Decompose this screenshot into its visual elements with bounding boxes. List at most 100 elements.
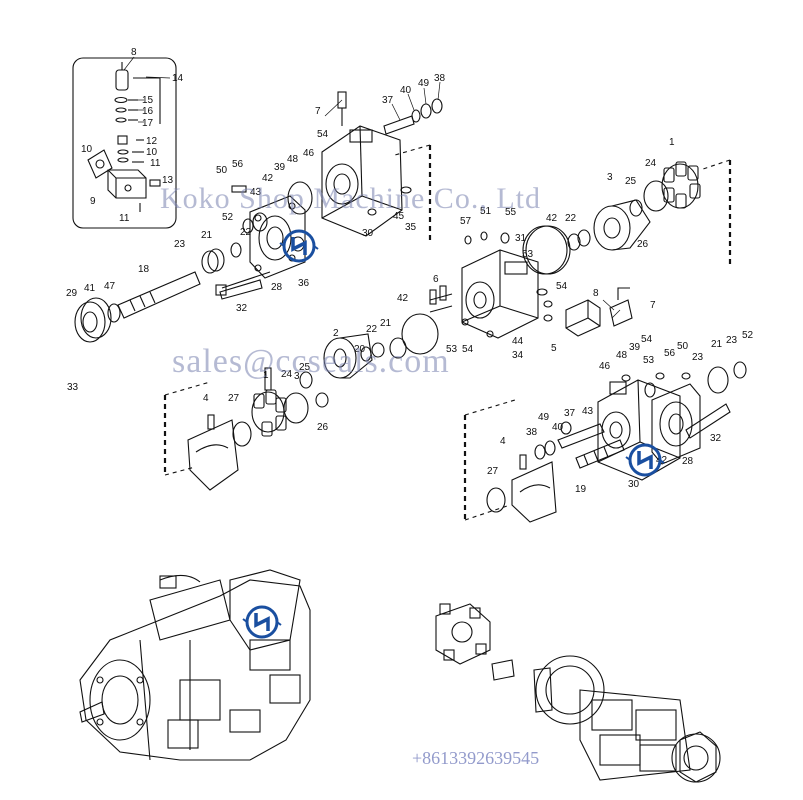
callout-52-right: 52 bbox=[742, 330, 754, 341]
callout-34: 34 bbox=[512, 350, 524, 361]
callout-57: 57 bbox=[460, 216, 472, 227]
callout-53-low: 53 bbox=[446, 344, 458, 355]
callout-39-top: 39 bbox=[274, 162, 286, 173]
callout-4-center: 4 bbox=[203, 393, 209, 404]
callout-55: 55 bbox=[505, 207, 517, 218]
callout-44: 44 bbox=[512, 336, 524, 347]
callout-48-right: 48 bbox=[616, 350, 628, 361]
callout-42-mid: 42 bbox=[546, 213, 558, 224]
company-logo-icon bbox=[241, 229, 666, 639]
rear-pump-housing-upper bbox=[321, 91, 443, 237]
callout-45: 45 bbox=[393, 211, 405, 222]
center-valve-block bbox=[429, 231, 553, 339]
drive-shaft-lower bbox=[534, 421, 625, 469]
callout-38-top: 38 bbox=[434, 73, 446, 84]
callout-47: 47 bbox=[104, 281, 116, 292]
callout-17: 17 bbox=[142, 118, 154, 129]
callout-22-center: 22 bbox=[366, 324, 378, 335]
rear-piston-set bbox=[629, 161, 701, 217]
callout-50-right: 50 bbox=[677, 341, 689, 352]
callout-labels: 8 14 15 16 17 12 10 10 11 13 9 11 7 37 4… bbox=[66, 47, 754, 495]
callout-54-right: 54 bbox=[641, 334, 653, 345]
callout-39-right: 39 bbox=[629, 342, 641, 353]
callout-9: 9 bbox=[90, 196, 96, 207]
callout-5: 5 bbox=[551, 343, 557, 354]
callout-23-top: 23 bbox=[174, 239, 186, 250]
callout-40-right: 40 bbox=[552, 422, 564, 433]
callout-41: 41 bbox=[84, 283, 96, 294]
callout-33: 33 bbox=[67, 382, 79, 393]
callout-8-inset: 8 bbox=[131, 47, 137, 58]
front-shaft-assembly bbox=[74, 181, 313, 343]
callout-54-mid: 54 bbox=[556, 281, 568, 292]
callout-11b: 11 bbox=[119, 213, 130, 224]
inset-detail-box bbox=[72, 57, 177, 229]
callout-3-center: 3 bbox=[294, 371, 300, 382]
callout-38-right: 38 bbox=[526, 427, 538, 438]
callout-4-right: 4 bbox=[500, 436, 506, 447]
callout-32-right: 32 bbox=[710, 433, 722, 444]
callout-51: 51 bbox=[480, 206, 492, 217]
email-watermark: sales@ccseals.com bbox=[172, 343, 450, 380]
callout-23-right: 23 bbox=[692, 352, 704, 363]
callout-36: 36 bbox=[298, 278, 310, 289]
callout-leaders bbox=[123, 56, 621, 319]
callout-54-top: 54 bbox=[317, 129, 329, 140]
callout-37-top: 37 bbox=[382, 95, 394, 106]
callout-7-top: 7 bbox=[315, 106, 321, 117]
callout-21-right: 21 bbox=[711, 339, 723, 350]
middle-cylinder-block bbox=[323, 333, 407, 379]
screw-32-upper bbox=[215, 271, 271, 296]
swash-plate-right bbox=[486, 454, 557, 523]
callout-22-top: 22 bbox=[240, 227, 252, 238]
callout-56-right: 56 bbox=[664, 348, 676, 359]
rear-pump-housing-lower bbox=[597, 374, 681, 481]
callout-48-top: 48 bbox=[287, 154, 299, 165]
callout-26-center: 26 bbox=[317, 422, 329, 433]
rear-cylinder-block bbox=[525, 199, 651, 275]
callout-49-top: 49 bbox=[418, 78, 430, 89]
callout-24-top: 24 bbox=[645, 158, 657, 169]
callout-29: 29 bbox=[66, 288, 78, 299]
callout-8: 8 bbox=[593, 288, 599, 299]
callout-10: 10 bbox=[81, 144, 93, 155]
company-watermark: Koko Shop Machine Co., Ltd bbox=[160, 182, 541, 215]
phone-watermark: +8613392639545 bbox=[412, 748, 540, 768]
callout-24-center: 24 bbox=[281, 369, 293, 380]
callout-28-top: 28 bbox=[271, 282, 283, 293]
callout-46-right: 46 bbox=[599, 361, 611, 372]
callout-2: 2 bbox=[333, 328, 339, 339]
rear-flange-lower bbox=[644, 361, 747, 465]
callout-30-top: 30 bbox=[362, 228, 374, 239]
callout-50-top: 50 bbox=[216, 165, 228, 176]
front-flange-cover bbox=[249, 195, 306, 279]
callout-30-right: 30 bbox=[628, 479, 640, 490]
callout-21-top: 21 bbox=[201, 230, 213, 241]
callout-53-right: 53 bbox=[643, 355, 655, 366]
callout-27-right: 27 bbox=[487, 466, 499, 477]
callout-43-top: 43 bbox=[250, 187, 262, 198]
callout-37-right: 37 bbox=[564, 408, 576, 419]
callout-1-center: 1 bbox=[263, 370, 269, 381]
callout-25-center: 25 bbox=[299, 362, 311, 373]
callout-28-right: 28 bbox=[682, 456, 694, 467]
center-o-ring-42 bbox=[401, 225, 568, 355]
callout-35: 35 bbox=[405, 222, 417, 233]
callout-25-top: 25 bbox=[625, 176, 637, 187]
assembled-pump-illustration bbox=[79, 569, 311, 761]
callout-31: 31 bbox=[515, 233, 527, 244]
callout-16: 16 bbox=[142, 106, 154, 117]
callout-6: 6 bbox=[433, 274, 439, 285]
assembly-reference-lines bbox=[163, 145, 732, 520]
callout-3: 3 bbox=[607, 172, 613, 183]
solenoid-valves bbox=[565, 287, 633, 337]
callout-15: 15 bbox=[142, 95, 154, 106]
callout-32-top: 32 bbox=[236, 303, 248, 314]
callout-21-center: 21 bbox=[380, 318, 392, 329]
callout-49-right: 49 bbox=[538, 412, 550, 423]
swash-plate-left bbox=[187, 414, 252, 491]
pump-cutaway-illustration bbox=[435, 603, 721, 783]
callout-19: 19 bbox=[575, 484, 587, 495]
